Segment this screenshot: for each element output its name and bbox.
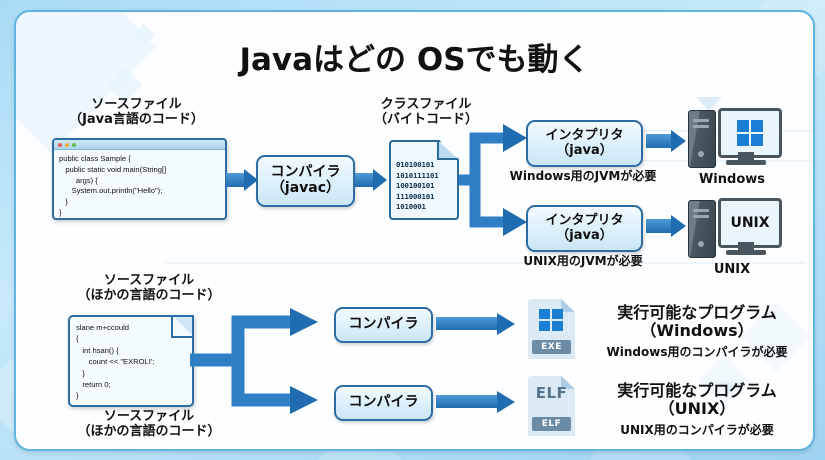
monitor-icon (718, 108, 782, 158)
unix-screen-text: UNIX (730, 215, 770, 231)
compiler-note-unix: UNIX用のコンパイラが必要 (620, 423, 774, 437)
class-file-icon: 010100101 1010111101 100100101 111000101… (389, 140, 459, 220)
maximize-dot-icon (72, 142, 76, 147)
result-label-windows: 実行可能なプログラム （Windows） (617, 303, 777, 341)
split-connector-bottom (190, 308, 318, 414)
file-fold-corner-icon (561, 299, 575, 312)
exe-file-icon: EXE (528, 299, 575, 359)
interpreter-java-box-windows[interactable]: インタプリタ （java） (526, 120, 643, 167)
exe-file-type-band: EXE (532, 340, 571, 354)
source-file-other-caption-bottom: ソースファイル （ほかの言語のコード） (77, 409, 221, 439)
close-dot-icon (58, 142, 62, 147)
elf-file-type-band: ELF (532, 417, 571, 431)
os-label-windows: Windows (698, 172, 766, 187)
arrow-compiler-to-classfile (355, 169, 387, 191)
source-file-other-caption-top: ソースファイル （ほかの言語のコード） (77, 273, 221, 303)
tower-icon (688, 200, 716, 258)
java-source-code-text: public class Sample { public static void… (59, 154, 167, 217)
arrow-source-to-compiler (226, 169, 258, 191)
bytecode-bits-text: 010100101 1010111101 100100101 111000101… (396, 160, 439, 212)
compiler-box-unix[interactable]: コンパイラ (334, 385, 433, 421)
windows-computer-icon (688, 108, 782, 170)
arrow-interpreter-to-unix (646, 215, 688, 237)
arrow-compiler-to-elf (436, 390, 521, 413)
other-source-code-text: slane m+ccould { int hsan() { count << "… (76, 323, 155, 401)
arrow-compiler-to-exe (436, 312, 521, 335)
compiler-note-windows: Windows用のコンパイラが必要 (606, 345, 788, 359)
deco-diamond (16, 12, 158, 154)
unix-computer-icon: UNIX (688, 198, 782, 260)
code-window-titlebar (54, 140, 225, 150)
java-source-code-window: public class Sample { public static void… (52, 138, 227, 220)
elf-file-icon: ELF ELF (528, 376, 575, 436)
doc-fold-corner-icon (171, 317, 192, 338)
jvm-note-unix: UNIX用のJVMが必要 (523, 254, 643, 268)
split-connector-top (459, 124, 527, 236)
page-title: Javaはどの OSでも動く (239, 42, 590, 78)
result-label-unix: 実行可能なプログラム （UNIX） (617, 381, 777, 419)
class-file-caption: クラスファイル （バイトコード） (373, 97, 478, 127)
arrow-interpreter-to-windows (646, 130, 688, 152)
monitor-icon: UNIX (718, 198, 782, 248)
tower-icon (688, 110, 716, 168)
compiler-javac-box[interactable]: コンパイラ （javac） (256, 155, 355, 207)
compiler-box-windows[interactable]: コンパイラ (334, 307, 433, 343)
windows-logo-icon (539, 309, 563, 331)
interpreter-java-box-unix[interactable]: インタプリタ （java） (526, 205, 643, 252)
minimize-dot-icon (65, 142, 69, 147)
other-source-code-doc: slane m+ccould { int hsan() { count << "… (68, 315, 194, 407)
content-card: Javaはどの OSでも動く ソースファイル （Java言語のコード） publ… (14, 10, 815, 451)
os-label-unix: UNIX (713, 262, 751, 277)
windows-logo-icon (737, 120, 763, 146)
source-file-java-caption: ソースファイル （Java言語のコード） (69, 97, 204, 127)
elf-glyph-text: ELF (535, 384, 568, 402)
jvm-note-windows: Windows用のJVMが必要 (509, 169, 657, 183)
